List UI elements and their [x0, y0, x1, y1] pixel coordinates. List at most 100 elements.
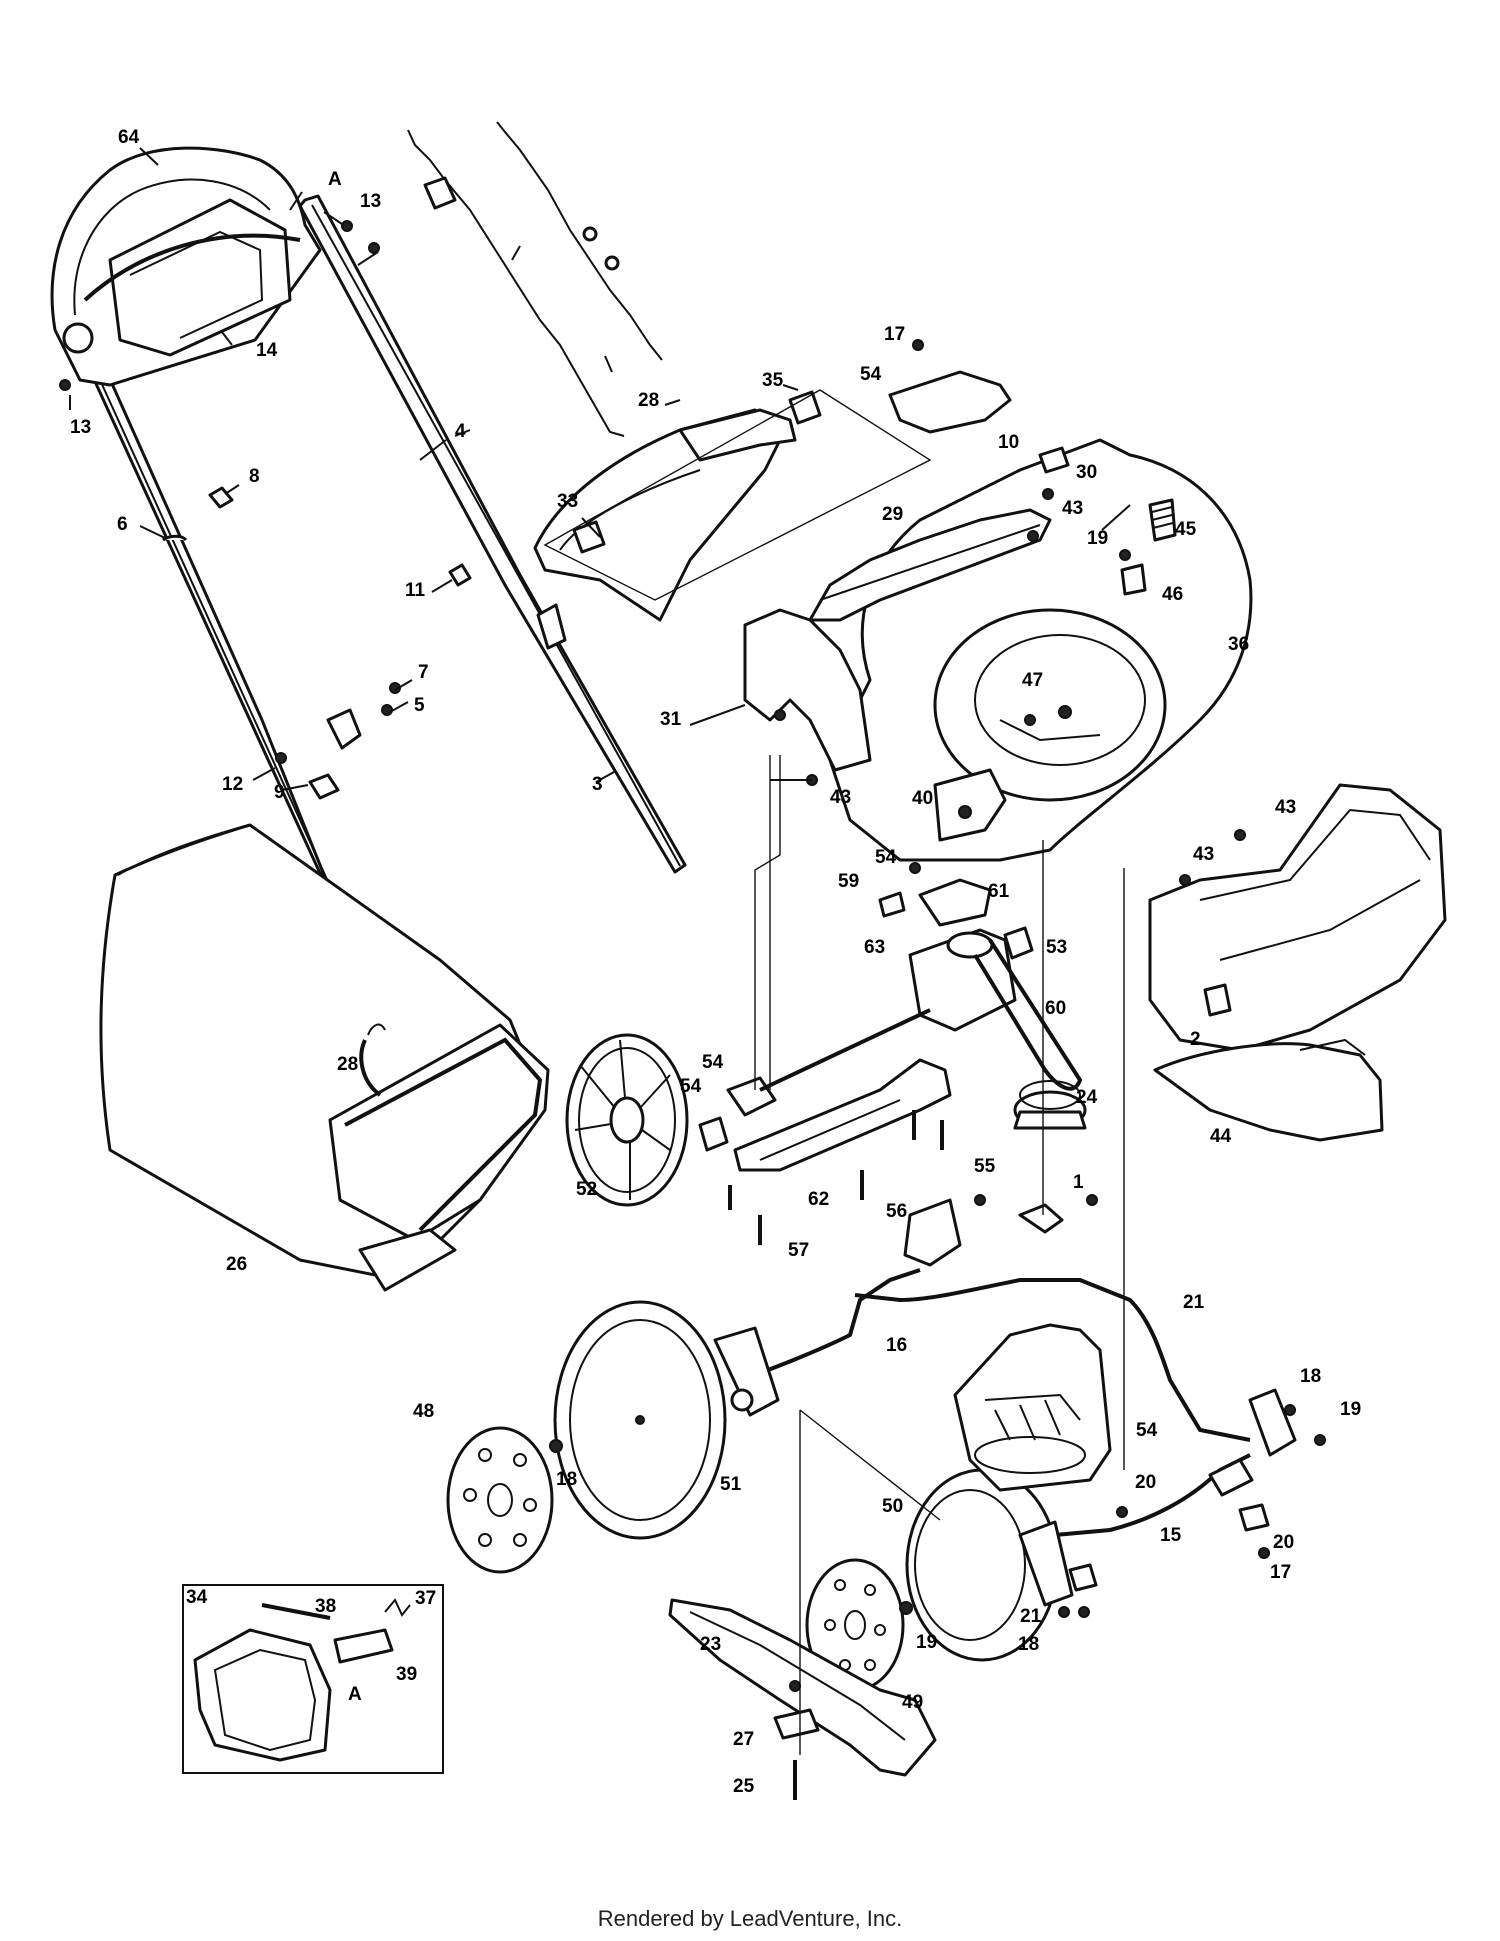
- callout-45: 48: [413, 1401, 434, 1422]
- hinge-37: [333, 1628, 394, 1664]
- callout-39: 44: [1210, 1126, 1232, 1147]
- callout-46: 50: [882, 1496, 903, 1517]
- cable-63: [496, 121, 663, 361]
- callout-11: 11: [405, 580, 426, 601]
- hubcap-45: [446, 1426, 554, 1574]
- callout-49-a: 53: [1046, 937, 1067, 958]
- callout-1: 1: [1073, 1172, 1084, 1193]
- knob-10: [1038, 446, 1070, 474]
- callout-17-right: 17: [1270, 1562, 1291, 1583]
- callout-22: 23: [700, 1634, 721, 1655]
- pinion-gear-49b: [698, 1116, 729, 1152]
- axle-21: [854, 1278, 1251, 1442]
- bushing-1: [1018, 1203, 1064, 1234]
- callout-57: 61: [988, 881, 1010, 902]
- deck-bolt-42: [1058, 705, 1072, 719]
- inset-34: [182, 1584, 444, 1774]
- render-credit: Rendered by LeadVenture, Inc.: [597, 1906, 903, 1931]
- blade-assembly: [668, 1598, 937, 1800]
- cable-64: [407, 129, 625, 437]
- callout-54-a: 55: [974, 1156, 996, 1177]
- handle-assembly: [50, 146, 687, 1050]
- callout-29: 30: [1076, 462, 1097, 483]
- callout-55: 59: [838, 871, 859, 892]
- bearing-51: [726, 1076, 777, 1117]
- callout-28-mid: 29: [882, 504, 903, 525]
- callout-54-c: 57: [788, 1240, 809, 1261]
- grass-bag: [99, 823, 550, 1292]
- handle-knob-9: [308, 773, 340, 800]
- callout-18-left: 18: [556, 1469, 577, 1490]
- spring-55: [878, 891, 906, 918]
- deflector-39: [1153, 1042, 1384, 1142]
- inset-frame: [182, 1584, 444, 1774]
- callout-53: 54: [875, 847, 897, 868]
- callout-17-left: 18: [1018, 1634, 1039, 1655]
- callout-24: 25: [733, 1776, 755, 1797]
- callout-20-right: 20: [1273, 1532, 1294, 1553]
- callout-43-c: 43: [1275, 797, 1296, 818]
- callout-52: 54: [1136, 1420, 1158, 1441]
- callout-54-b: 56: [886, 1201, 907, 1222]
- callout-47: 51: [720, 1474, 742, 1495]
- control-cables: [407, 121, 663, 437]
- pinion-gear-49a: [1003, 926, 1034, 960]
- rear-door-assembly: [533, 389, 932, 622]
- callout-13-left: 13: [70, 417, 91, 438]
- callout-28-top: 28: [638, 390, 659, 411]
- callout-49-b: 54: [680, 1076, 702, 1097]
- deck-blade-housing: [933, 608, 1167, 802]
- callout-50: 54: [860, 364, 882, 385]
- rear-door-28: [678, 408, 797, 462]
- blade-adapter-25: [773, 1708, 820, 1740]
- callout-48: 52: [576, 1179, 597, 1200]
- callout-37: 39: [396, 1664, 417, 1685]
- wheel-bracket-right: [1018, 1520, 1074, 1607]
- rear-baffle: [808, 508, 1052, 622]
- axle-bracket: [903, 1198, 962, 1267]
- callout-33: 36: [1228, 634, 1249, 655]
- mower-deck: [743, 339, 1447, 1142]
- callout-13-top: 13: [360, 191, 381, 212]
- callout-59: 63: [864, 937, 885, 958]
- callout-42: 47: [1022, 670, 1043, 691]
- callout-19-top: 19: [1087, 528, 1108, 549]
- spring-32: [788, 390, 822, 425]
- rear-skirt-30: [743, 608, 872, 772]
- callout-2: 2: [1190, 1029, 1201, 1050]
- rear-flap-34: [193, 1628, 332, 1762]
- callout-16: 16: [886, 1335, 907, 1356]
- wheel-assembly: [446, 1194, 1326, 1692]
- callout-26: 26: [226, 1254, 247, 1275]
- bag-handle-lower: [358, 1228, 457, 1292]
- spring-35: [384, 1598, 411, 1617]
- bracket-right: [1248, 1388, 1297, 1457]
- height-knob-41: [1120, 563, 1147, 596]
- callout-61: A: [328, 169, 342, 190]
- callout-5: 5: [414, 695, 425, 716]
- callout-51: 54: [702, 1052, 724, 1073]
- callout-32: 35: [762, 370, 784, 391]
- side-chute-2: [1148, 783, 1447, 1052]
- deck-plate-38: [933, 768, 1007, 842]
- callout-19-mid: 20: [1135, 1472, 1156, 1493]
- callout-a-inset: A: [348, 1684, 362, 1705]
- callout-15: 15: [1160, 1525, 1182, 1546]
- callout-9: 9: [274, 782, 285, 803]
- callout-3: 3: [592, 774, 603, 795]
- callout-4: 4: [455, 421, 466, 442]
- callout-27: 28: [337, 1054, 358, 1075]
- callout-43-b: 43: [830, 787, 851, 808]
- callout-17-top: 17: [884, 324, 905, 345]
- callout-23: 24: [1076, 1087, 1098, 1108]
- callout-10: 10: [998, 432, 1019, 453]
- bag-frame-front: [328, 1023, 550, 1242]
- callout-35: 37: [415, 1588, 436, 1609]
- callout-40: 45: [1175, 519, 1197, 540]
- mulch-plug: [533, 408, 782, 622]
- callout-43-a: 43: [1062, 498, 1083, 519]
- bag-carry-handle: [359, 1039, 382, 1097]
- callout-20-left: 21: [1020, 1606, 1042, 1627]
- handle-knob-8: [208, 486, 234, 509]
